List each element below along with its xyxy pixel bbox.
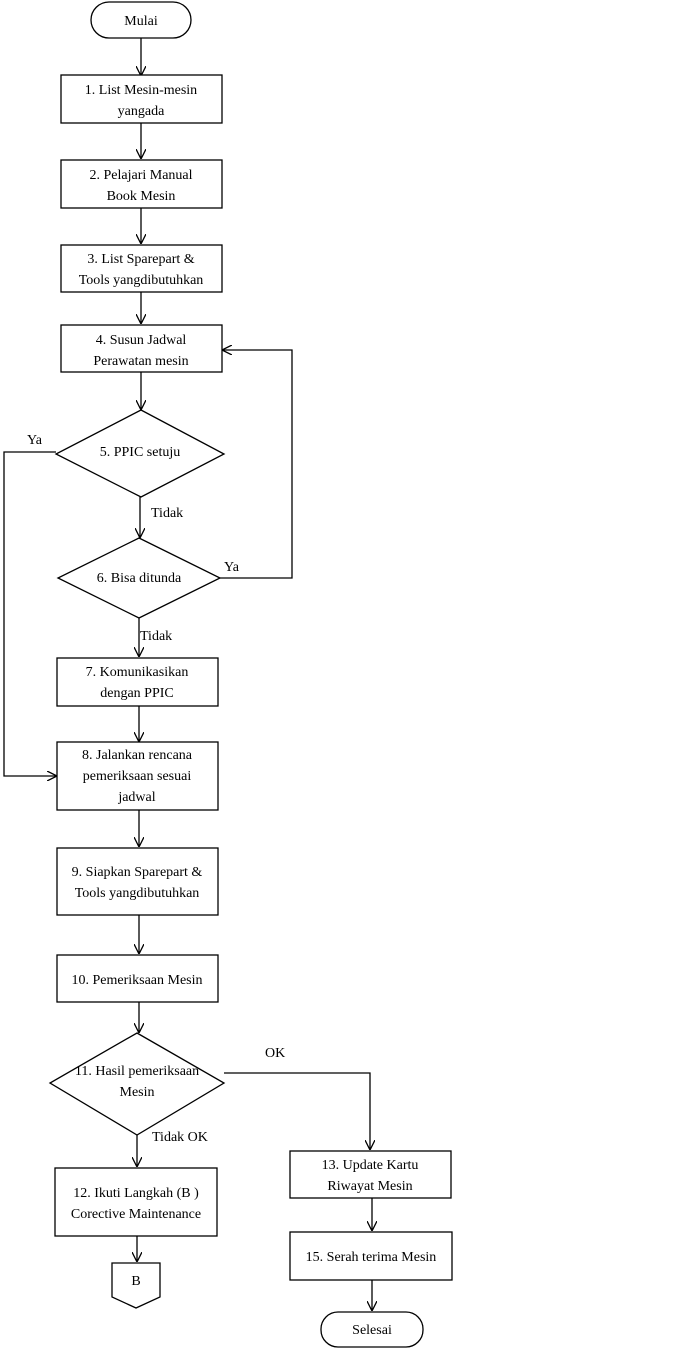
edge-label-d11-ok: OK <box>265 1046 285 1061</box>
edge-label-d11-not-ok: Tidak OK <box>152 1130 208 1145</box>
node-13-line-1: 13. Update Kartu <box>322 1158 419 1173</box>
node-9-line-2: Tools yangdibutuhkan <box>75 886 200 901</box>
node-13: 13. Update Kartu Riwayat Mesin <box>289 1150 452 1199</box>
edge-d5-yes-to-n8 <box>3 451 56 776</box>
edge-d6-yes-to-n4 <box>220 350 293 579</box>
edge-label-d6-yes: Ya <box>224 560 240 575</box>
process-box <box>60 244 223 293</box>
node-8: 8. Jalankan rencana pemeriksaan sesuai j… <box>56 741 219 811</box>
process-box <box>56 741 219 811</box>
node-4-line-2: Perawatan mesin <box>93 354 188 369</box>
node-7-line-1: 7. Komunikasikan <box>86 665 189 680</box>
node-12-line-1: 12. Ikuti Langkah (B ) <box>73 1186 199 1201</box>
node-end-label: Selesai <box>352 1323 392 1338</box>
process-box <box>289 1150 452 1199</box>
process-box <box>54 1167 218 1237</box>
decision-11-line-2: Mesin <box>120 1085 155 1100</box>
node-start-label: Mulai <box>124 14 158 29</box>
decision-5-label: 5. PPIC setuju <box>100 445 181 460</box>
node-end: Selesai <box>320 1311 424 1348</box>
node-10-label: 10. Pemeriksaan Mesin <box>71 973 202 988</box>
decision-11-line-1: 11. Hasil pemeriksaan <box>75 1064 199 1079</box>
node-2-line-2: Book Mesin <box>107 189 176 204</box>
connectors <box>3 38 372 1310</box>
edge-d11-ok-to-n13 <box>224 1072 370 1149</box>
edge-label-d6-no: Tidak <box>140 629 172 644</box>
connector-b-label: B <box>131 1274 140 1289</box>
node-3-line-2: Tools yangdibutuhkan <box>79 273 204 288</box>
node-13-line-2: Riwayat Mesin <box>327 1179 412 1194</box>
decision-6-label: 6. Bisa ditunda <box>97 571 182 586</box>
process-box <box>60 159 223 209</box>
process-box <box>289 1231 453 1281</box>
node-7: 7. Komunikasikan dengan PPIC <box>56 657 219 707</box>
decision-diamond <box>48 1032 226 1136</box>
terminator-shape <box>320 1311 424 1348</box>
decision-diamond <box>56 537 222 619</box>
node-9: 9. Siapkan Sparepart & Tools yangdibutuh… <box>56 847 219 916</box>
node-1-line-2: yangada <box>118 104 165 119</box>
node-4-line-1: 4. Susun Jadwal <box>96 333 187 348</box>
process-box <box>60 74 223 124</box>
process-box <box>56 954 219 1003</box>
edge-label-d5-yes: Ya <box>27 433 43 448</box>
node-1-line-1: 1. List Mesin-mesin <box>85 83 197 98</box>
node-4: 4. Susun Jadwal Perawatan mesin <box>60 324 223 373</box>
node-3-line-1: 3. List Sparepart & <box>87 252 194 267</box>
node-7-line-2: dengan PPIC <box>100 686 174 701</box>
node-9-line-1: 9. Siapkan Sparepart & <box>72 865 203 880</box>
node-8-line-3: jadwal <box>117 790 155 805</box>
node-12: 12. Ikuti Langkah (B ) Corective Mainten… <box>54 1167 218 1237</box>
edge-label-d5-no: Tidak <box>151 506 183 521</box>
process-box <box>60 324 223 373</box>
process-box <box>56 847 219 916</box>
decision-5: 5. PPIC setuju <box>54 409 226 498</box>
decision-6: 6. Bisa ditunda <box>56 537 222 619</box>
process-box <box>56 657 219 707</box>
terminator-shape <box>90 1 192 39</box>
node-15-label: 15. Serah terima Mesin <box>306 1250 437 1265</box>
node-8-line-2: pemeriksaan sesuai <box>83 769 192 784</box>
node-12-line-2: Corective Maintenance <box>71 1207 201 1222</box>
connector-b: B <box>111 1262 161 1309</box>
node-8-line-1: 8. Jalankan rencana <box>82 748 193 763</box>
node-start: Mulai <box>90 1 192 39</box>
node-2-line-1: 2. Pelajari Manual <box>89 168 192 183</box>
node-1: 1. List Mesin-mesin yangada <box>60 74 223 124</box>
node-2: 2. Pelajari Manual Book Mesin <box>60 159 223 209</box>
node-10: 10. Pemeriksaan Mesin <box>56 954 219 1003</box>
decision-11: 11. Hasil pemeriksaan Mesin <box>48 1032 226 1136</box>
decision-diamond <box>54 409 226 498</box>
node-3: 3. List Sparepart & Tools yangdibutuhkan <box>60 244 223 293</box>
off-page-connector-shape <box>111 1262 161 1309</box>
node-15: 15. Serah terima Mesin <box>289 1231 453 1281</box>
